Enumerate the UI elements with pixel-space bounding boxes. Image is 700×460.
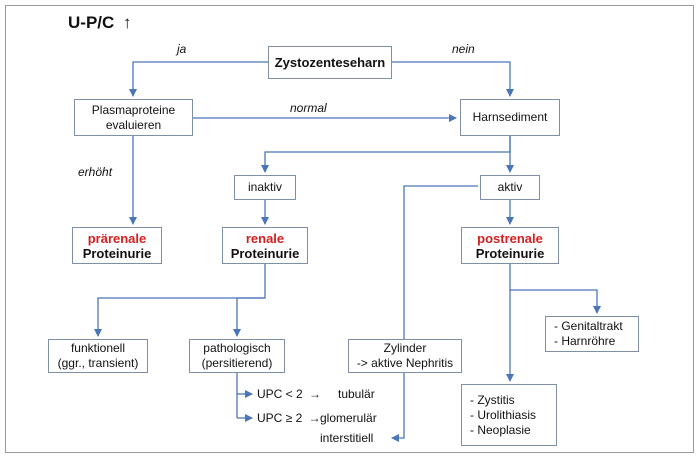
node-plasmaproteine-line2: evaluieren: [105, 117, 162, 132]
node-aktiv-label: aktiv: [497, 180, 523, 194]
node-zystozenteseharn: Zystozenteseharn: [268, 46, 392, 79]
edge-label-nein: nein: [452, 42, 475, 56]
node-funktionell-line1: funktionell: [70, 341, 126, 355]
node-inaktiv: inaktiv: [234, 175, 296, 200]
node-funktionell: funktionell (ggr., transient): [48, 339, 148, 373]
node-inaktiv-label: inaktiv: [247, 180, 282, 194]
edge-label-ja: ja: [177, 42, 187, 56]
upc-lt-result: tubulär: [338, 387, 375, 401]
node-aktiv: aktiv: [480, 175, 540, 200]
arrow-right-icon: →: [309, 387, 322, 401]
edge-renal-to-pathologisch: [233, 297, 265, 337]
node-praerenale-name: prärenale: [87, 230, 147, 246]
diagram-title: U-P/C ↑: [68, 13, 132, 33]
node-postrenale-sub: Proteinurie: [475, 245, 545, 261]
title-text: U-P/C: [68, 13, 115, 32]
node-harnsediment-label: Harnsediment: [472, 110, 548, 124]
node-renale-name: renale: [245, 230, 285, 246]
node-praerenale-sub: Proteinurie: [82, 245, 152, 261]
node-zystozenteseharn-label: Zystozenteseharn: [274, 55, 386, 70]
node-postrenale-name: postrenale: [477, 230, 543, 246]
upc-interstitiell: interstitiell: [320, 431, 374, 445]
node-zylinder-line2: -> aktive Nephritis: [356, 356, 454, 370]
upc-ge-result: glomerulär: [320, 411, 377, 425]
upc-lt-label: UPC < 2: [257, 387, 303, 401]
node-pathologisch-line1: pathologisch: [203, 341, 271, 355]
node-zylinder-line1: Zylinder: [383, 341, 427, 355]
node-renale-proteinurie: renale Proteinurie: [222, 227, 308, 264]
node-zystitis-line2: - Urolithiasis: [470, 407, 537, 422]
edge-root-to-plasma: [129, 61, 268, 97]
node-pathologisch-line2: (persitierend): [201, 356, 273, 370]
edge-label-erhoeht: erhöht: [78, 165, 113, 179]
node-harnsediment: Harnsediment: [460, 99, 560, 136]
node-zystitis-line3: - Neoplasie: [470, 422, 531, 437]
arrow-right-icon: →: [308, 411, 321, 425]
node-genital-line1: - Genitaltrakt: [554, 319, 623, 333]
edge-renal-to-funktionell: [94, 262, 266, 337]
upc-ge-label: UPC ≥ 2: [257, 411, 303, 425]
node-genitaltrakt: - Genitaltrakt - Harnröhre: [545, 316, 639, 352]
node-genital-line2: - Harnröhre: [554, 334, 616, 348]
node-postrenale-proteinurie: postrenale Proteinurie: [461, 227, 559, 264]
edge-postrenal-to-genital: [509, 262, 601, 314]
node-plasmaproteine: Plasmaproteine evaluieren: [74, 99, 193, 136]
arrow-up-icon: ↑: [123, 13, 132, 32]
node-zylinder: Zylinder -> aktive Nephritis: [348, 339, 462, 373]
node-zystitis: - Zystitis - Urolithiasis - Neoplasie: [461, 384, 557, 446]
node-funktionell-line2: (ggr., transient): [57, 356, 139, 370]
edge-aktiv-to-interstitiell: [391, 185, 478, 442]
node-zystitis-line1: - Zystitis: [470, 392, 515, 407]
node-praerenale-proteinurie: prärenale Proteinurie: [72, 227, 162, 264]
node-plasmaproteine-line1: Plasmaproteine: [91, 102, 176, 117]
node-renale-sub: Proteinurie: [230, 245, 300, 261]
node-pathologisch: pathologisch (persitierend): [189, 339, 285, 373]
edge-sediment-to-inaktiv: [261, 136, 511, 173]
edge-label-normal: normal: [290, 101, 327, 115]
upc-lt-condition: UPC < 2 →: [257, 387, 321, 401]
edge-root-to-sediment: [392, 61, 514, 97]
diagram-frame: [5, 5, 694, 453]
upc-ge-condition: UPC ≥ 2 →: [257, 411, 321, 425]
